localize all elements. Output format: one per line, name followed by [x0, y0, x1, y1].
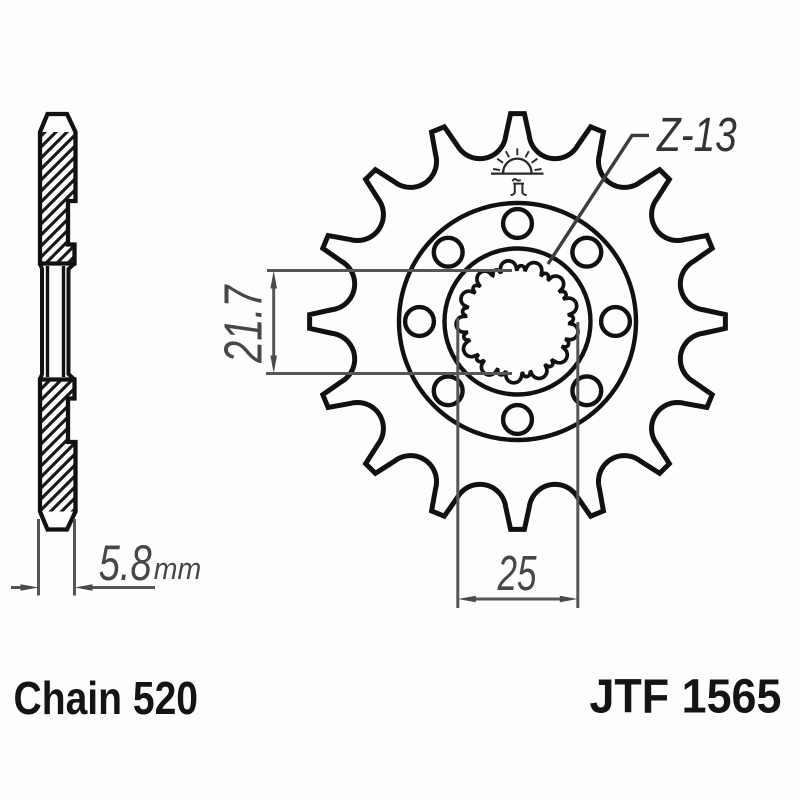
svg-text:JTF 1565: JTF 1565	[590, 669, 782, 723]
svg-text:25: 25	[497, 546, 537, 601]
svg-text:Z-13: Z-13	[656, 108, 737, 162]
svg-text:Chain 520: Chain 520	[14, 673, 199, 725]
svg-text:mm: mm	[154, 552, 201, 586]
svg-text:21.7: 21.7	[214, 284, 274, 364]
svg-text:5.8: 5.8	[99, 536, 152, 591]
